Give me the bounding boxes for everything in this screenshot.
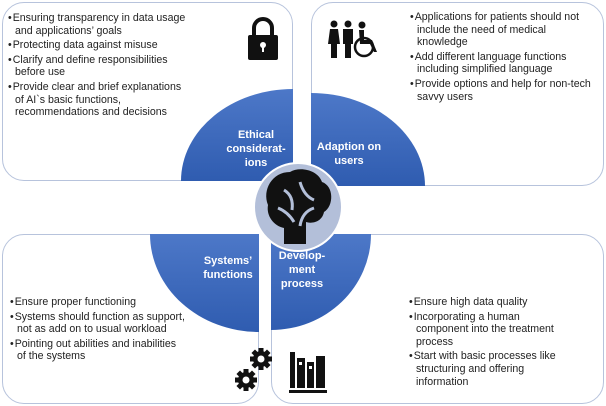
brain-icon <box>266 169 332 244</box>
title-line: considerat- <box>226 143 286 155</box>
development-list: Ensure high data quality Incorporating a… <box>409 296 559 390</box>
title-line: process <box>280 278 324 290</box>
ethical-list: Ensuring transparency in data usage and … <box>8 12 188 121</box>
quadrant-systems <box>150 234 259 332</box>
title-line: Develop- <box>278 250 326 262</box>
list-item: Start with basic processes like structur… <box>409 350 559 388</box>
systems-list: Ensure proper functioning Systems should… <box>10 296 185 365</box>
quadrant-ethical <box>181 89 293 181</box>
list-item: Provide options and help for non-tech sa… <box>410 78 595 103</box>
title-line: users <box>334 155 364 167</box>
list-item: Clarify and define responsibilities befo… <box>8 54 188 79</box>
label-adaption: Adaption on users <box>314 140 384 168</box>
title-line: ment <box>288 264 316 276</box>
adaption-list: Applications for patients should not inc… <box>410 11 595 105</box>
quadrant-adaption <box>311 93 425 186</box>
list-item: Provide clear and brief explanations of … <box>8 81 188 119</box>
books-icon <box>289 352 327 393</box>
title-line: Adaption on <box>316 141 382 153</box>
list-item: Ensuring transparency in data usage and … <box>8 12 188 37</box>
title-line: Ethical <box>237 129 275 141</box>
list-item: Protecting data against misuse <box>8 39 188 52</box>
label-development: Develop-ment process <box>272 249 332 291</box>
list-item: Ensure high data quality <box>409 296 559 309</box>
title-line: Systems’ <box>203 255 253 267</box>
title-line: functions <box>203 269 253 281</box>
label-ethical: Ethical considerat-ions <box>222 128 290 170</box>
list-item: Systems should function as support, not … <box>10 311 185 336</box>
title-line: ions <box>244 157 268 169</box>
list-item: Add different language functions includi… <box>410 51 595 76</box>
list-item: Pointing out abilities and inabilities o… <box>10 338 185 363</box>
people-wheelchair-icon <box>328 20 377 58</box>
lock-icon <box>248 17 278 60</box>
label-systems: Systems’ functions <box>198 254 258 282</box>
quadrant-development <box>271 234 371 330</box>
list-item: Incorporating a human component into the… <box>409 311 559 349</box>
list-item: Ensure proper functioning <box>10 296 185 309</box>
gears-icon <box>235 348 272 391</box>
list-item: Applications for patients should not inc… <box>410 11 595 49</box>
